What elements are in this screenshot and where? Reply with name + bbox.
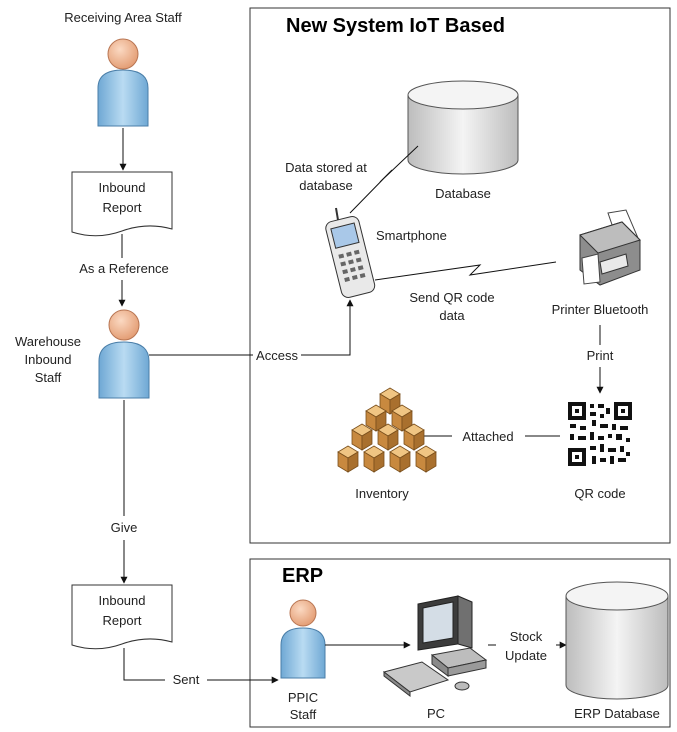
database-cylinder-icon xyxy=(407,80,519,175)
stock-update-label-1: Stock xyxy=(510,629,543,644)
send-qr-label-2: data xyxy=(439,308,465,323)
qr-code-icon xyxy=(568,402,632,466)
ppic-staff-label-1: PPIC xyxy=(288,690,318,705)
warehouse-staff-label-3: Staff xyxy=(35,370,62,385)
arrow-sent-to-ppic xyxy=(123,648,279,684)
pc-computer-icon xyxy=(382,595,488,698)
inbound-report-1-line2: Report xyxy=(102,200,141,215)
access-label: Access xyxy=(256,348,298,363)
iot-section-box xyxy=(249,7,671,544)
link-smartphone-printer xyxy=(374,261,557,281)
database-label: Database xyxy=(435,186,491,201)
warehouse-staff-label-2: Inbound xyxy=(25,352,72,367)
sent-label: Sent xyxy=(173,672,200,687)
sent-label-bg xyxy=(165,672,207,688)
inventory-boxes-icon xyxy=(337,387,437,473)
print-label: Print xyxy=(587,348,614,363)
arrow-access-to-smartphone xyxy=(149,299,354,356)
erp-section-box xyxy=(249,558,671,728)
inbound-report-1-line1: Inbound xyxy=(99,180,146,195)
inbound-report-2-line2: Report xyxy=(102,613,141,628)
data-stored-label-1: Data stored at xyxy=(285,160,367,175)
smartphone-label: Smartphone xyxy=(376,228,447,243)
stock-update-label-bg xyxy=(496,627,556,667)
inbound-report-2-line1: Inbound xyxy=(99,593,146,608)
inventory-label: Inventory xyxy=(355,486,409,501)
as-reference-label: As a Reference xyxy=(79,261,169,276)
iot-section-title: New System IoT Based xyxy=(286,15,505,37)
pc-label: PC xyxy=(427,706,445,721)
receiving-staff-person-icon xyxy=(97,38,149,127)
access-label-bg xyxy=(253,347,301,363)
attached-label: Attached xyxy=(462,429,513,444)
stock-update-label-2: Update xyxy=(505,648,547,663)
printer-icon xyxy=(579,209,641,286)
receiving-staff-label: Receiving Area Staff xyxy=(64,10,182,25)
warehouse-staff-label-1: Warehouse xyxy=(15,334,81,349)
inbound-report-document-2: Inbound Report xyxy=(71,584,173,650)
inbound-report-document-1: Inbound Report xyxy=(71,171,173,237)
ppic-staff-person-icon xyxy=(280,599,326,679)
smartphone-icon xyxy=(325,207,376,298)
send-qr-label-1: Send QR code xyxy=(409,290,494,305)
qr-code-label: QR code xyxy=(574,486,625,501)
give-label: Give xyxy=(111,520,138,535)
warehouse-staff-person-icon xyxy=(98,309,150,399)
link-smartphone-database xyxy=(349,145,419,214)
ppic-staff-label-2: Staff xyxy=(290,707,317,722)
erp-section-title: ERP xyxy=(282,565,323,587)
printer-label: Printer Bluetooth xyxy=(552,302,649,317)
erp-database-cylinder-icon xyxy=(565,581,669,700)
erp-database-label: ERP Database xyxy=(574,706,660,721)
data-stored-label-2: database xyxy=(299,178,353,193)
